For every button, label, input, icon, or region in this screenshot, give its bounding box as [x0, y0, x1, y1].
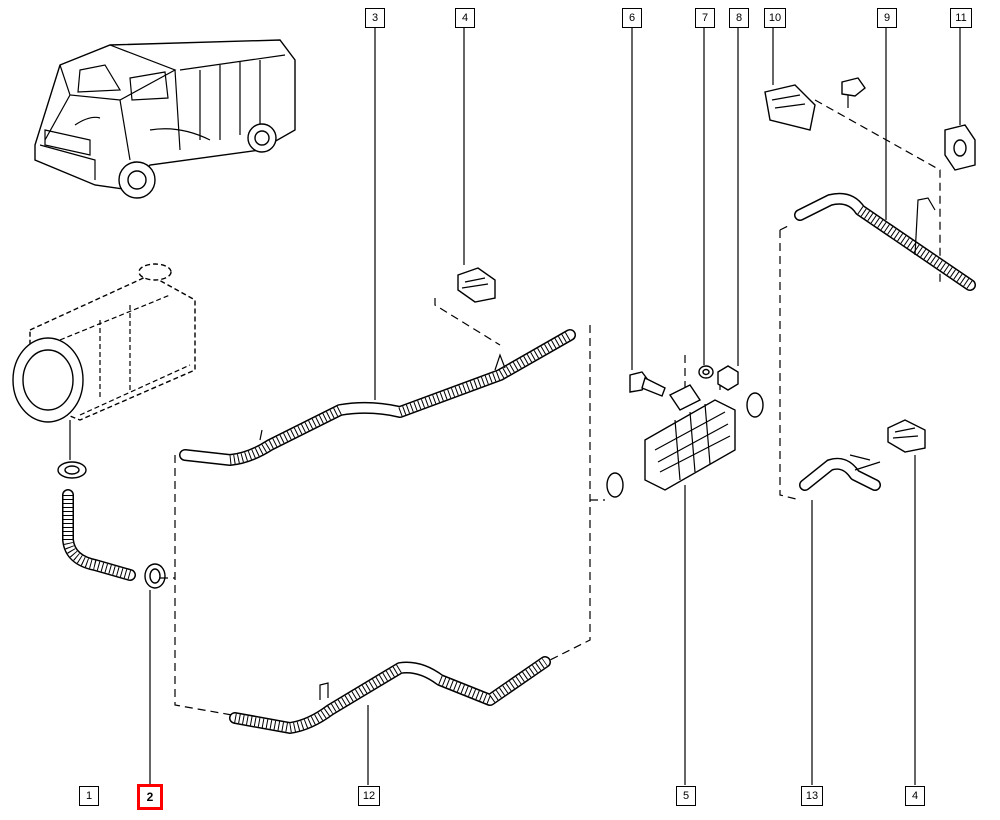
- callout-label-9: 9: [877, 8, 897, 28]
- filter-5: [606, 384, 764, 785]
- callout-label-3: 3: [365, 8, 385, 28]
- callout-label-4-top: 4: [455, 8, 475, 28]
- clip-4-top: [457, 28, 496, 303]
- callout-label-1: 1: [79, 786, 99, 806]
- callout-label-4-bottom: 4: [905, 786, 925, 806]
- hose-13: [799, 454, 881, 785]
- clamp-2: [144, 563, 166, 785]
- callout-label-8: 8: [729, 8, 749, 28]
- hose-1: [57, 461, 136, 581]
- callout-label-12: 12: [358, 786, 380, 806]
- clip-4-right: [887, 419, 926, 785]
- van-illustration: [34, 39, 296, 199]
- pipe-3: [179, 28, 576, 466]
- callout-label-5: 5: [676, 786, 696, 806]
- bracket-10: [764, 28, 866, 131]
- callout-label-13: 13: [801, 786, 823, 806]
- callout-label-11: 11: [950, 8, 972, 28]
- callout-label-10: 10: [764, 8, 786, 28]
- bolt-6: [629, 28, 666, 397]
- assembly-lines: [160, 99, 941, 716]
- washer-7: [698, 28, 714, 379]
- pipe-12: [229, 656, 551, 785]
- callout-label-2-highlighted: 2: [137, 784, 163, 810]
- nut-8: [717, 28, 739, 391]
- callout-label-6: 6: [622, 8, 642, 28]
- callout-label-7: 7: [695, 8, 715, 28]
- pipe-9: [794, 28, 976, 291]
- compressor: [12, 263, 196, 460]
- clip-11: [944, 28, 976, 171]
